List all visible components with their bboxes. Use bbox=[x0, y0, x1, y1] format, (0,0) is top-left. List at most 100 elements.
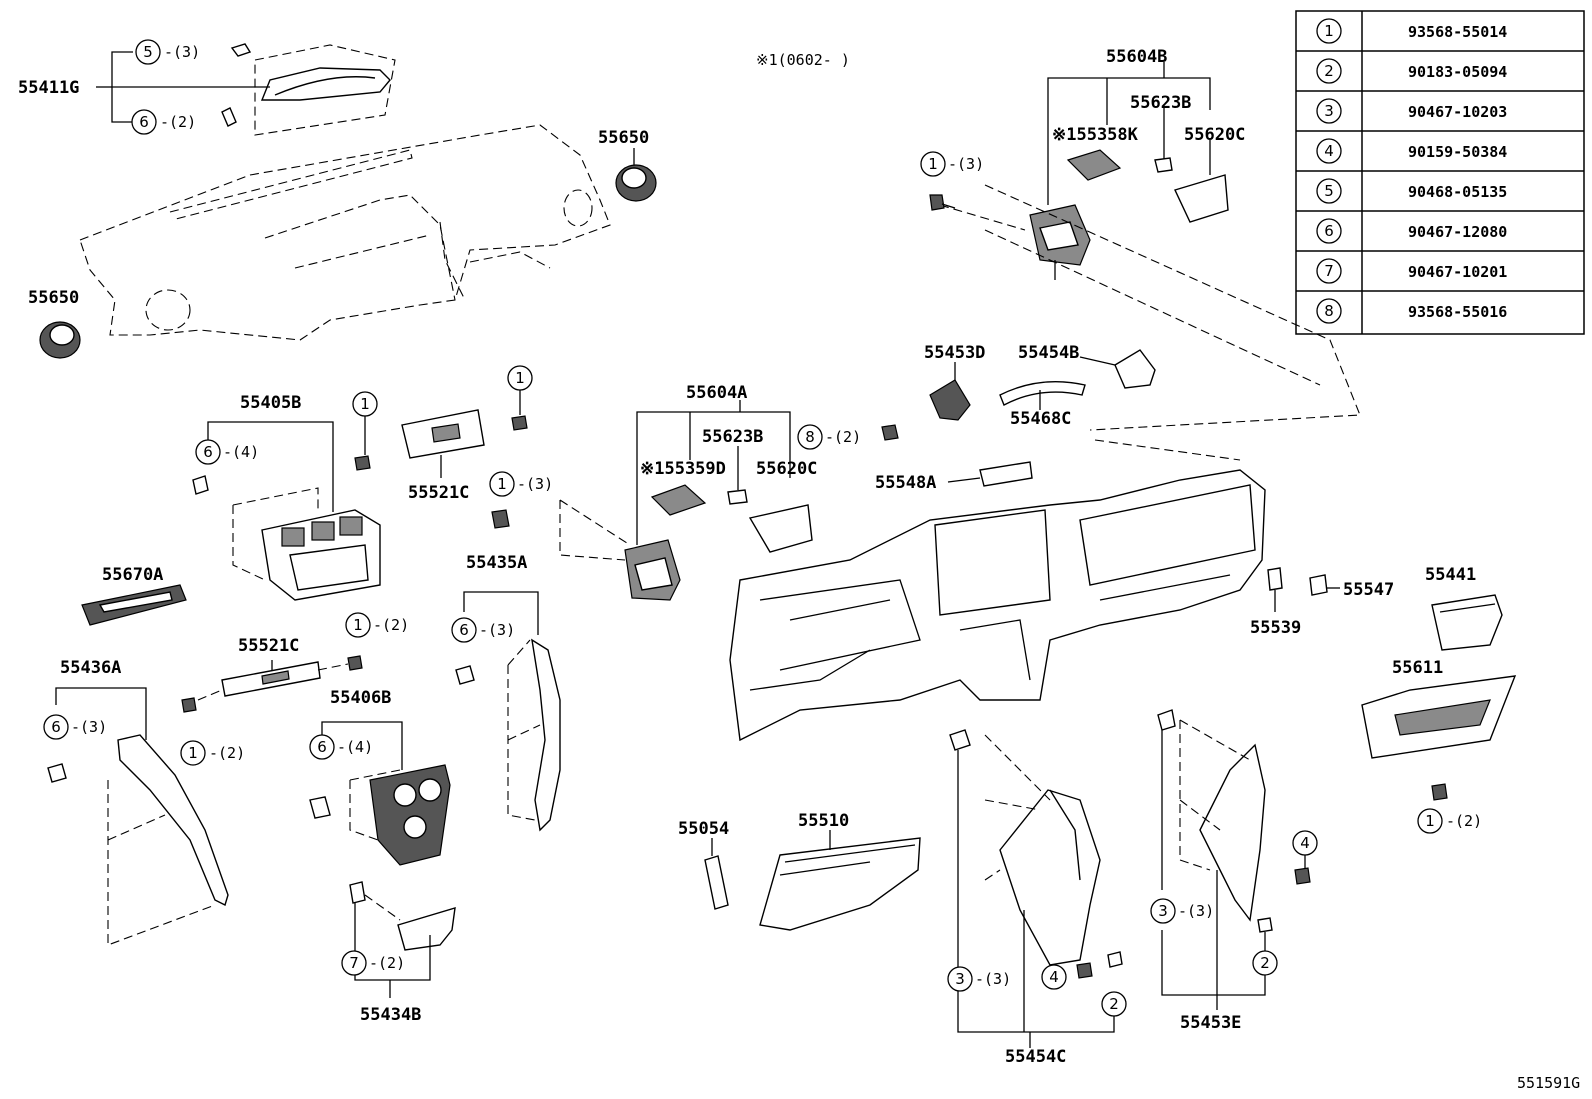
callout-1-55521C: 1 bbox=[353, 616, 363, 634]
legend-part: 93568-55016 bbox=[1408, 303, 1507, 321]
legend-num: 5 bbox=[1324, 182, 1334, 200]
legend-part: 90468-05135 bbox=[1408, 183, 1507, 201]
callout-1-55611: 1 bbox=[1425, 812, 1435, 830]
panel-55453E bbox=[1157, 709, 1311, 1010]
part-55539 bbox=[1267, 567, 1283, 612]
cover-55434B bbox=[349, 881, 456, 998]
qty-5: -(3) bbox=[164, 43, 200, 61]
callout-7: 7 bbox=[349, 954, 359, 972]
callout-6: 6 bbox=[139, 113, 149, 131]
side-trim-55436A bbox=[47, 687, 229, 946]
callout-4-55454C: 4 bbox=[1049, 968, 1059, 986]
screw-icon bbox=[929, 194, 956, 211]
duct-55604B bbox=[939, 62, 1361, 431]
meter-hood-55411G bbox=[96, 43, 396, 136]
callout-3-55454C: 3 bbox=[955, 970, 965, 988]
switch-55547 bbox=[1309, 574, 1340, 596]
label-55611: 55611 bbox=[1392, 658, 1443, 678]
side-trim-55435A bbox=[455, 591, 561, 832]
label-55454C: 55454C bbox=[1005, 1047, 1066, 1067]
legend-row: 3 90467-10203 bbox=[1316, 98, 1507, 124]
legend-num: 4 bbox=[1324, 142, 1334, 160]
screw-icon bbox=[347, 655, 363, 671]
legend-part: 93568-55014 bbox=[1408, 23, 1507, 41]
legend-num: 8 bbox=[1324, 302, 1334, 320]
qty-6-55405B: -(4) bbox=[223, 443, 259, 461]
screw-icon bbox=[491, 509, 510, 529]
callout-1-right: 1 bbox=[515, 369, 525, 387]
callout-4-55453E: 4 bbox=[1300, 834, 1310, 852]
label-55623B-mid: 55623B bbox=[702, 427, 763, 447]
instrument-panel-pad bbox=[79, 124, 611, 341]
label-55650-right: 55650 bbox=[598, 128, 649, 148]
label-55548A: 55548A bbox=[875, 473, 936, 493]
callout-2-55454C: 2 bbox=[1109, 995, 1119, 1013]
label-55539: 55539 bbox=[1250, 618, 1301, 638]
screw-icon bbox=[881, 424, 899, 441]
duct-55604A bbox=[559, 400, 813, 601]
legend-row: 7 90467-10201 bbox=[1316, 258, 1507, 284]
trim-55468C bbox=[999, 381, 1086, 410]
center-cluster-55405B bbox=[192, 421, 381, 601]
label-55521C-bottom: 55521C bbox=[238, 636, 299, 656]
label-55359D: ※155359D bbox=[640, 459, 726, 479]
label-55054: 55054 bbox=[678, 819, 729, 839]
label-55434B: 55434B bbox=[360, 1005, 421, 1025]
part-55054 bbox=[704, 838, 729, 910]
vent-55453D bbox=[929, 362, 971, 421]
legend-num: 3 bbox=[1324, 102, 1334, 120]
qty-3-55454C: -(3) bbox=[975, 970, 1011, 988]
qty-8: -(2) bbox=[825, 428, 861, 446]
qty-6-55435A: -(3) bbox=[479, 621, 515, 639]
qty-6: -(2) bbox=[160, 113, 196, 131]
switch-panel-55521C-top bbox=[401, 409, 485, 478]
label-55453E: 55453E bbox=[1180, 1013, 1241, 1033]
label-55358K: ※155358K bbox=[1052, 125, 1139, 145]
legend-row: 4 90159-50384 bbox=[1316, 138, 1507, 164]
label-55435A: 55435A bbox=[466, 553, 527, 573]
callout-6-55436A: 6 bbox=[51, 718, 61, 736]
screw-icon bbox=[354, 455, 371, 471]
legend-num: 2 bbox=[1324, 62, 1334, 80]
label-55670A: 55670A bbox=[102, 565, 163, 585]
screw-icon bbox=[1431, 783, 1448, 801]
legend-part: 90183-05094 bbox=[1408, 63, 1507, 81]
callout-1-left: 1 bbox=[360, 395, 370, 413]
screw-icon bbox=[181, 697, 197, 713]
label-55405B: 55405B bbox=[240, 393, 301, 413]
label-55436A: 55436A bbox=[60, 658, 121, 678]
qty-6-55406B: -(4) bbox=[337, 738, 373, 756]
vent-55454B bbox=[1079, 349, 1156, 389]
box-55441 bbox=[1431, 594, 1503, 651]
label-55468C: 55468C bbox=[1010, 409, 1071, 429]
qty-1-55521C-bottom: -(2) bbox=[209, 744, 245, 762]
label-55411G: 55411G bbox=[18, 78, 79, 98]
switch-panel-55521C-bottom bbox=[197, 660, 349, 701]
qty-6-55436A: -(3) bbox=[71, 718, 107, 736]
side-vent-55650-left bbox=[39, 321, 81, 359]
label-55604B: 55604B bbox=[1106, 47, 1167, 67]
legend-row: 5 90468-05135 bbox=[1316, 178, 1507, 204]
qty-7: -(2) bbox=[369, 954, 405, 972]
label-55406B: 55406B bbox=[330, 688, 391, 708]
legend-row: 8 93568-55016 bbox=[1316, 298, 1507, 324]
instrument-panel-reinforcement bbox=[729, 439, 1266, 742]
drawing-code: 551591G bbox=[1517, 1074, 1580, 1092]
screw-icon bbox=[511, 415, 528, 431]
legend-num: 7 bbox=[1324, 262, 1334, 280]
box-55611 bbox=[1361, 675, 1517, 759]
qty-3-55453E: -(3) bbox=[1178, 902, 1214, 920]
callout-2-55453E: 2 bbox=[1260, 954, 1270, 972]
qty-1-55604A: -(3) bbox=[517, 475, 553, 493]
label-55521C-top: 55521C bbox=[408, 483, 469, 503]
label-55604A: 55604A bbox=[686, 383, 747, 403]
legend-num: 1 bbox=[1324, 22, 1334, 40]
qty-1-55521C-top: -(2) bbox=[373, 616, 409, 634]
side-vent-55650-right bbox=[615, 164, 657, 202]
legend-num: 6 bbox=[1324, 222, 1334, 240]
label-55650-left: 55650 bbox=[28, 288, 79, 308]
label-55620C-mid: 55620C bbox=[756, 459, 817, 479]
label-55453D: 55453D bbox=[924, 343, 985, 363]
legend-part: 90467-10203 bbox=[1408, 103, 1507, 121]
